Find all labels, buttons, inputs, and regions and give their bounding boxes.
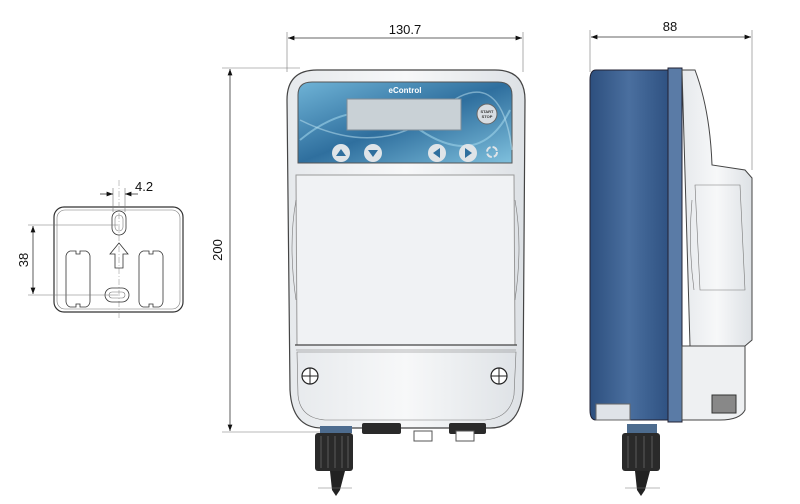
brand-label: eControl — [389, 86, 422, 95]
depth-label: 88 — [663, 19, 677, 34]
lcd-display — [346, 98, 462, 131]
start-stop-button[interactable]: START STOP — [476, 103, 498, 125]
up-button[interactable] — [332, 144, 350, 162]
svg-text:START: START — [480, 109, 494, 114]
height-label: 200 — [210, 239, 225, 261]
hose-fitting — [315, 433, 353, 471]
connector — [362, 423, 401, 434]
slot-width-label: 4.2 — [135, 179, 153, 194]
down-arrow-icon — [368, 150, 378, 157]
front-view: 130.7 200 eControl START STOP — [210, 22, 526, 496]
svg-text:STOP: STOP — [482, 114, 493, 119]
left-button[interactable] — [428, 144, 446, 162]
right-button[interactable] — [459, 144, 477, 162]
side-view: 88 — [589, 19, 753, 496]
right-arrow-icon — [465, 148, 472, 158]
wall-bracket-view: 4.2 38 — [16, 179, 184, 318]
width-label: 130.7 — [389, 22, 422, 37]
hole-spacing-label: 38 — [16, 253, 31, 267]
left-screw-icon — [301, 367, 319, 385]
refresh-icon — [486, 146, 498, 158]
hose-fitting — [622, 433, 660, 471]
down-button[interactable] — [364, 144, 382, 162]
up-arrow-icon — [336, 149, 346, 156]
right-screw-icon — [490, 367, 508, 385]
left-arrow-icon — [433, 148, 440, 158]
